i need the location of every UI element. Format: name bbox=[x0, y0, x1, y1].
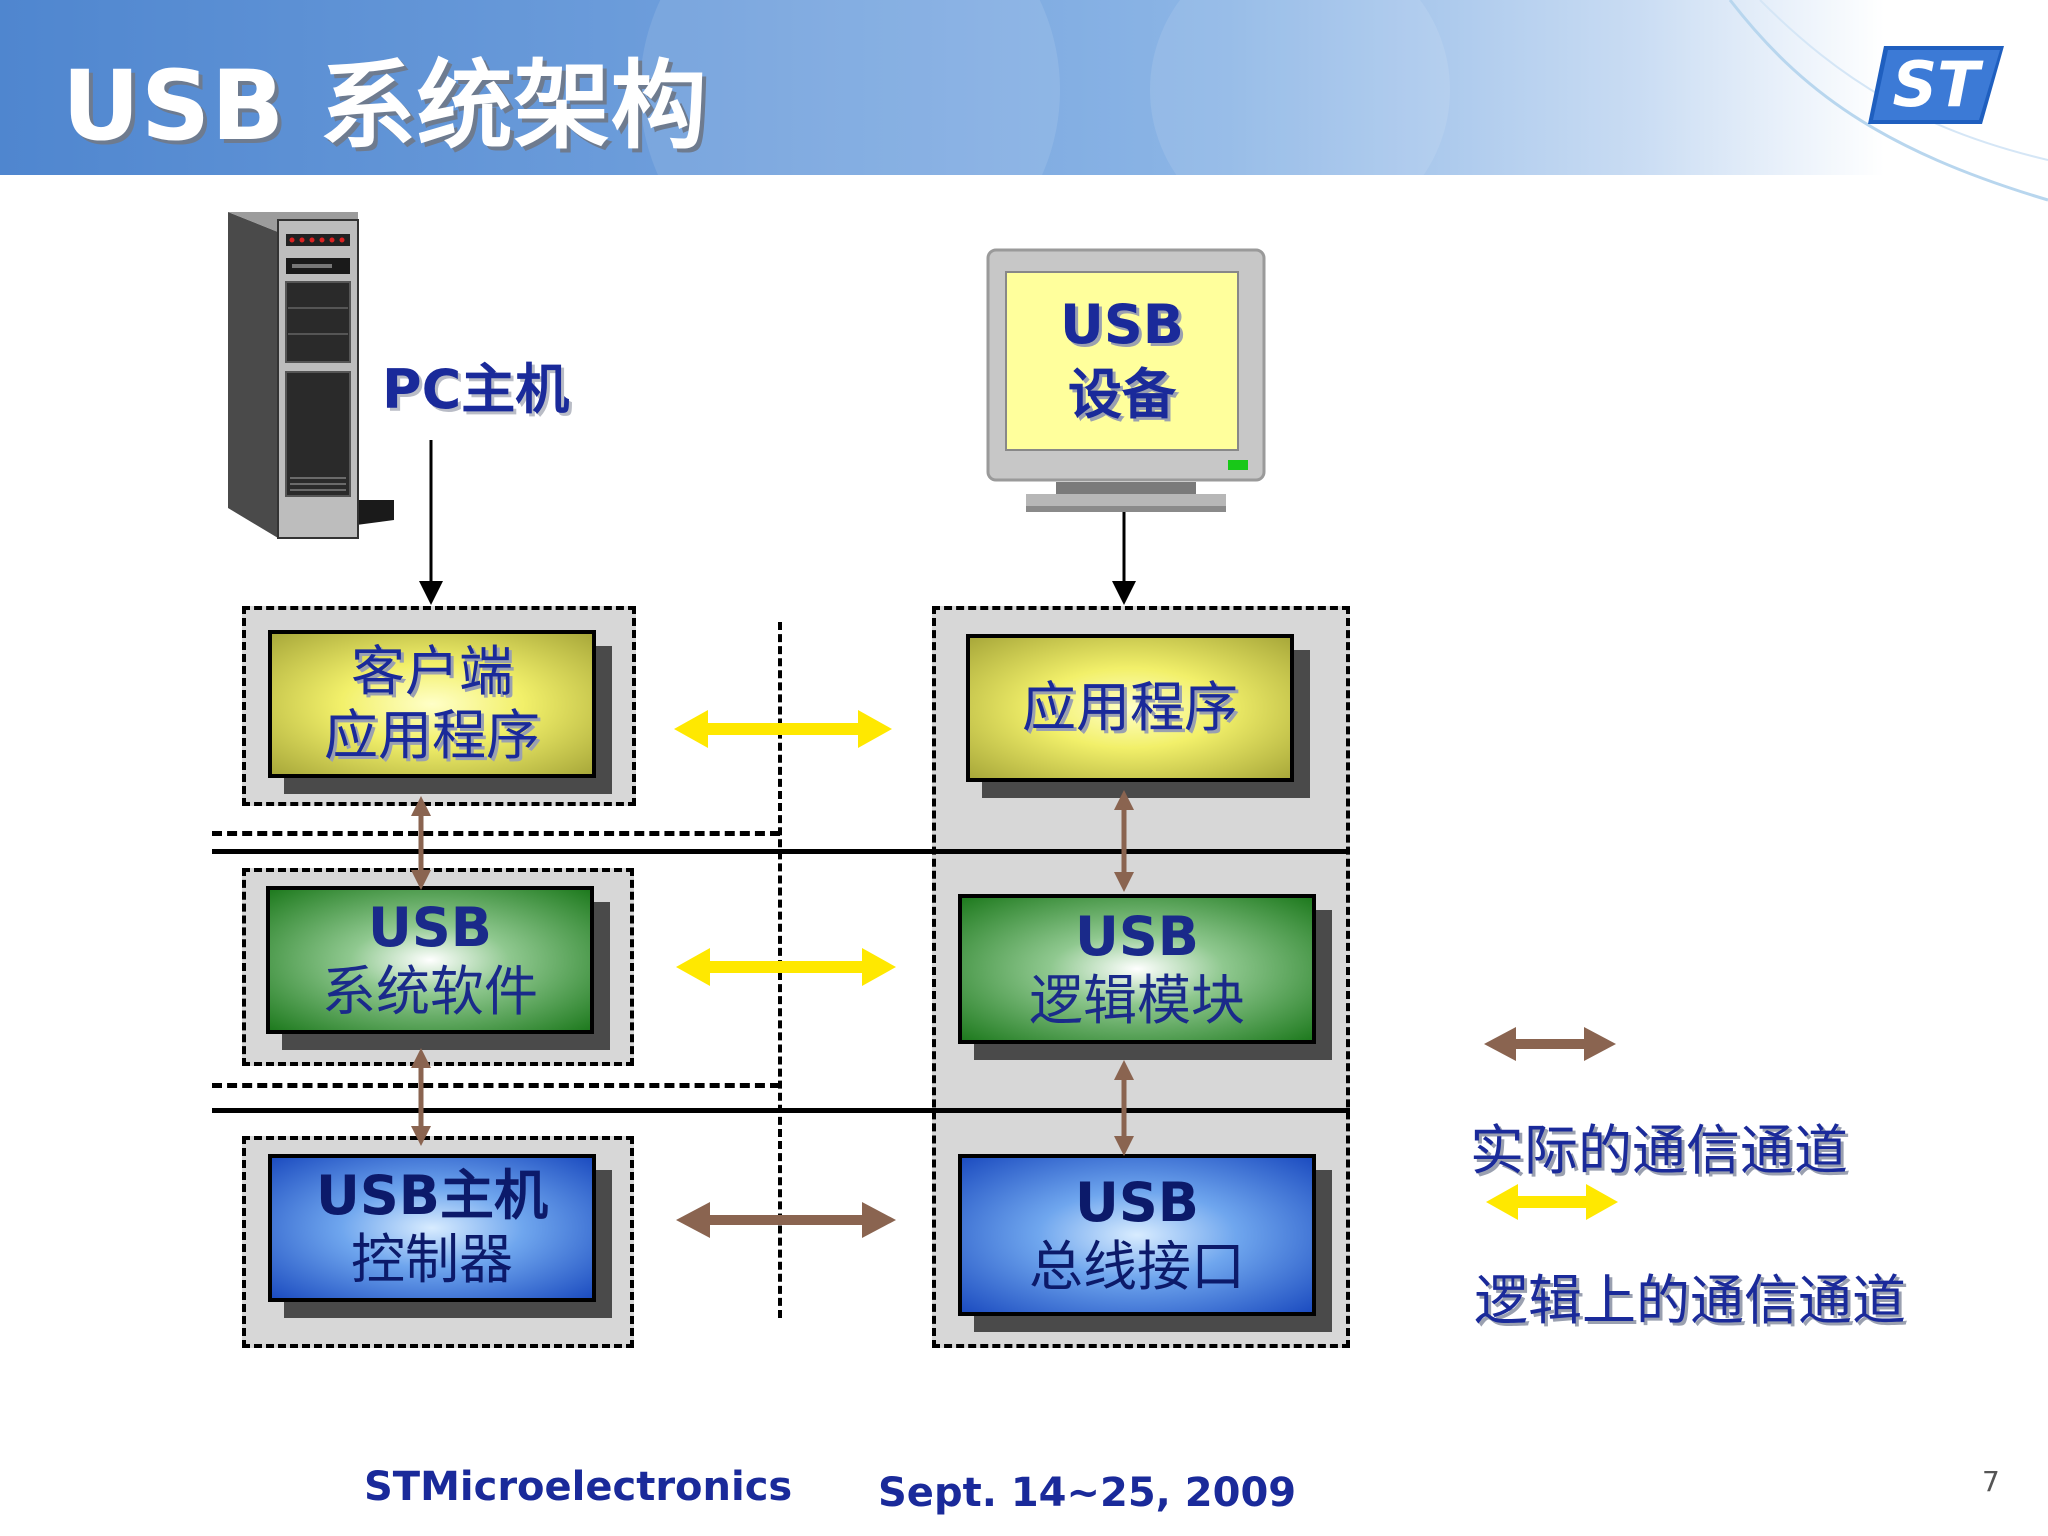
slide-title: USB 系统架构 bbox=[62, 50, 708, 162]
usb-device-label: USB 设备 bbox=[1006, 290, 1238, 430]
actual-channel-arrow-bus bbox=[676, 1202, 896, 1238]
usb-host-controller-line1: USB主机 bbox=[316, 1164, 548, 1227]
usb-system-software-line2: 系统软件 bbox=[322, 960, 538, 1023]
layer-separator-dashed bbox=[212, 831, 780, 836]
usb-logic-module-box: USB 逻辑模块 bbox=[958, 894, 1316, 1044]
usb-logic-module-line2: 逻辑模块 bbox=[1029, 969, 1245, 1032]
legend-actual-label: 实际的通信通道 bbox=[1470, 1119, 1848, 1182]
svg-text:ST: ST bbox=[1893, 48, 1985, 121]
usb-system-software-box: USB 系统软件 bbox=[266, 886, 594, 1034]
slide-header bbox=[0, 0, 2048, 175]
footer-company: STMicroelectronics bbox=[364, 1464, 793, 1510]
monitor-icon bbox=[986, 248, 1266, 512]
footer-date: Sept. 14~25, 2009 bbox=[878, 1470, 1297, 1516]
client-application-line2: 应用程序 bbox=[324, 704, 540, 767]
legend-logical-arrow bbox=[1486, 1184, 1618, 1220]
legend-actual-arrow bbox=[1484, 1027, 1616, 1061]
usb-device-line1: USB bbox=[1060, 293, 1184, 356]
legend-logical-label: 逻辑上的通信通道 bbox=[1474, 1269, 1906, 1332]
usb-bus-interface-box: USB 总线接口 bbox=[958, 1154, 1316, 1316]
usb-system-software-line1: USB bbox=[368, 896, 492, 959]
usb-bus-interface-line1: USB bbox=[1075, 1171, 1199, 1234]
usb-host-controller-line2: 控制器 bbox=[351, 1228, 513, 1291]
logical-channel-arrow-software bbox=[676, 948, 896, 986]
st-logo-icon: ST bbox=[1868, 46, 2004, 124]
logical-channel-arrow-app bbox=[674, 710, 892, 748]
header-globe-decoration bbox=[640, 0, 1060, 175]
usb-device-line2: 设备 bbox=[1068, 363, 1176, 426]
header-globe-decoration bbox=[1150, 0, 1450, 175]
usb-host-controller-box: USB主机 控制器 bbox=[268, 1154, 596, 1302]
device-application-box: 应用程序 bbox=[966, 634, 1294, 782]
pc-host-label: PC主机 bbox=[382, 358, 570, 421]
client-application-box: 客户端 应用程序 bbox=[268, 630, 596, 778]
usb-bus-interface-line2: 总线接口 bbox=[1029, 1235, 1245, 1298]
usb-logic-module-line1: USB bbox=[1075, 905, 1199, 968]
server-tower-icon bbox=[228, 212, 394, 539]
layer-separator-dashed bbox=[212, 1083, 780, 1088]
client-application-line1: 客户端 bbox=[351, 640, 513, 703]
page-number: 7 bbox=[1982, 1465, 2000, 1498]
device-application-line1: 应用程序 bbox=[1022, 676, 1238, 739]
